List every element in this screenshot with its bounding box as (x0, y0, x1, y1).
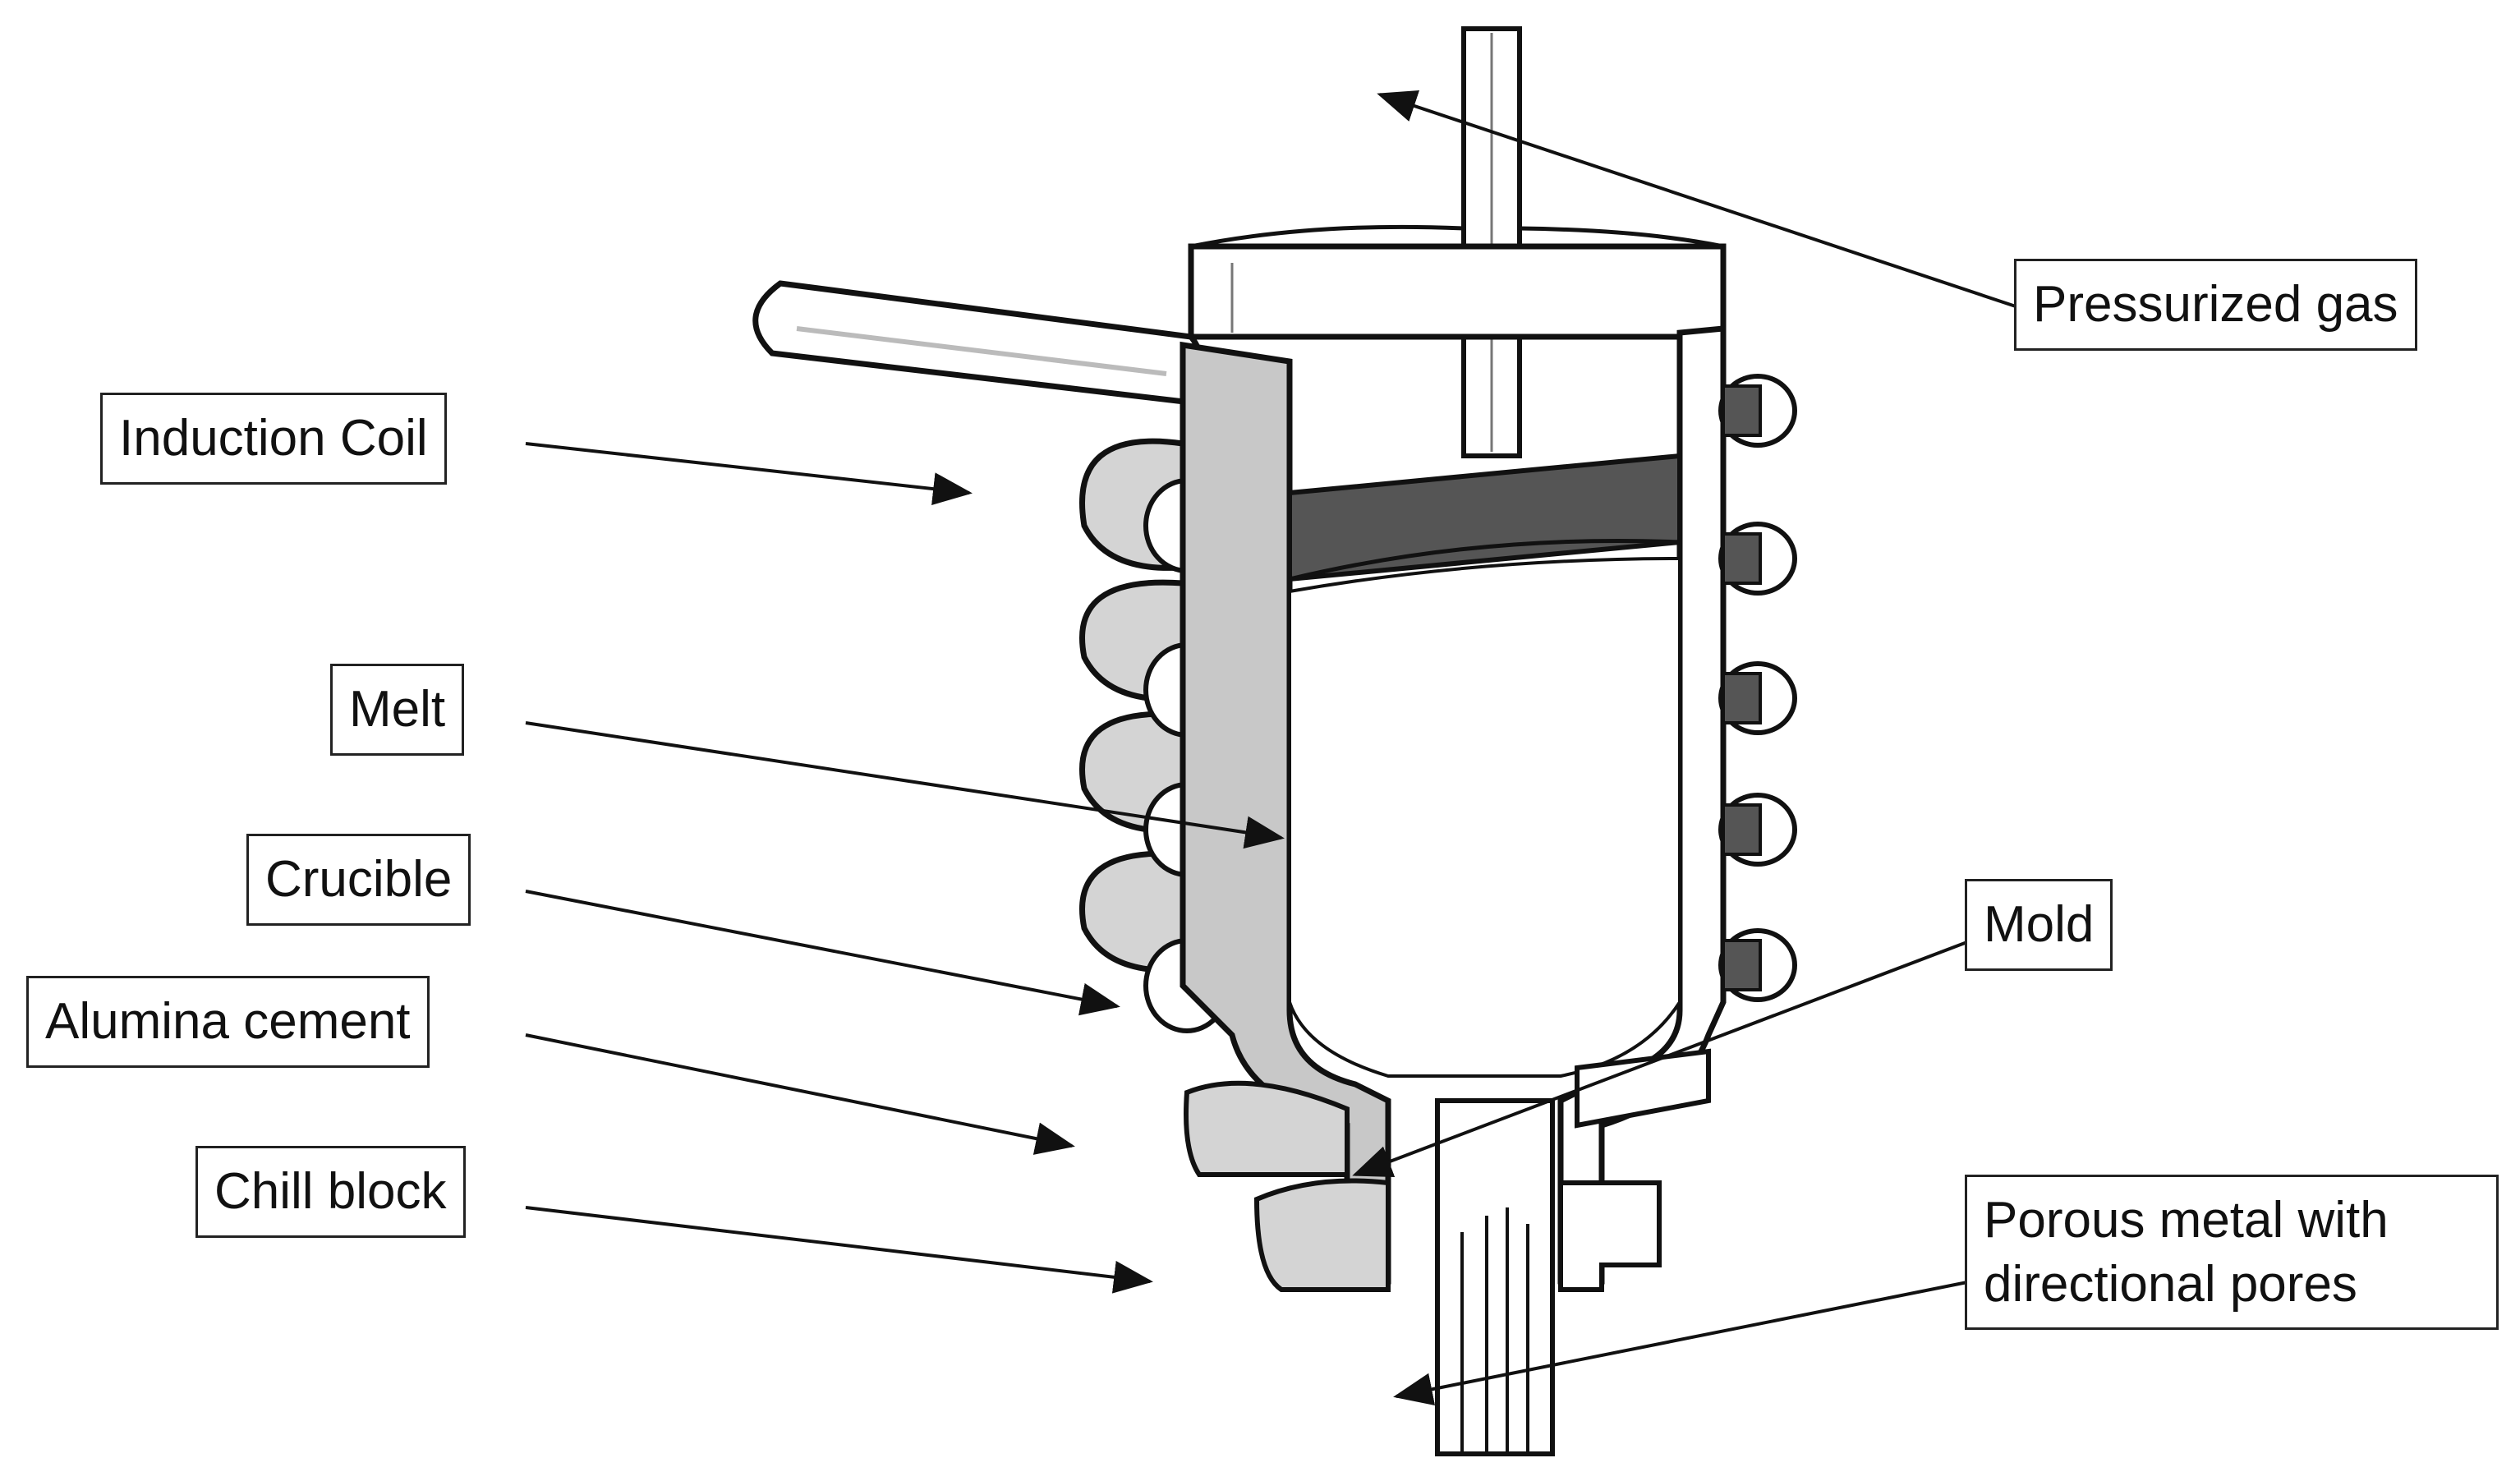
label-porous-metal-line2: directional pores (1984, 1255, 2357, 1313)
label-porous-metal: Porous metal with directional pores (1965, 1175, 2499, 1330)
induction-coil-right (1718, 374, 1797, 1002)
arrow-pressurized-gas (1377, 90, 2021, 310)
porous-metal-mold (1435, 1098, 1555, 1456)
leader-arrows (525, 90, 2021, 1405)
label-melt: Melt (330, 664, 465, 756)
melt (1288, 556, 1681, 1078)
gas-inlet-pipe (1461, 26, 1522, 458)
arrow-induction-coil (525, 442, 973, 506)
crucible-lid (1188, 224, 1727, 340)
chill-block (1253, 1178, 1662, 1292)
coil-lead-pipe (752, 280, 1204, 406)
arrow-chill-block (525, 1206, 1153, 1294)
label-alumina-cement: Alumina cement (26, 976, 430, 1068)
label-mold: Mold (1965, 879, 2113, 971)
arrow-crucible (525, 890, 1120, 1016)
pressure-plate (1287, 453, 1682, 582)
arrow-porous-metal (1393, 1280, 1972, 1405)
label-pressurized-gas: Pressurized gas (2014, 259, 2417, 351)
label-crucible: Crucible (246, 834, 471, 926)
arrow-alumina-cement (525, 1033, 1075, 1155)
label-porous-metal-line1: Porous metal with (1984, 1192, 2389, 1249)
arrow-melt (525, 721, 1285, 849)
label-induction-coil: Induction Coil (100, 393, 447, 485)
label-chill-block: Chill block (195, 1146, 466, 1238)
arrow-mold (1352, 939, 1972, 1178)
